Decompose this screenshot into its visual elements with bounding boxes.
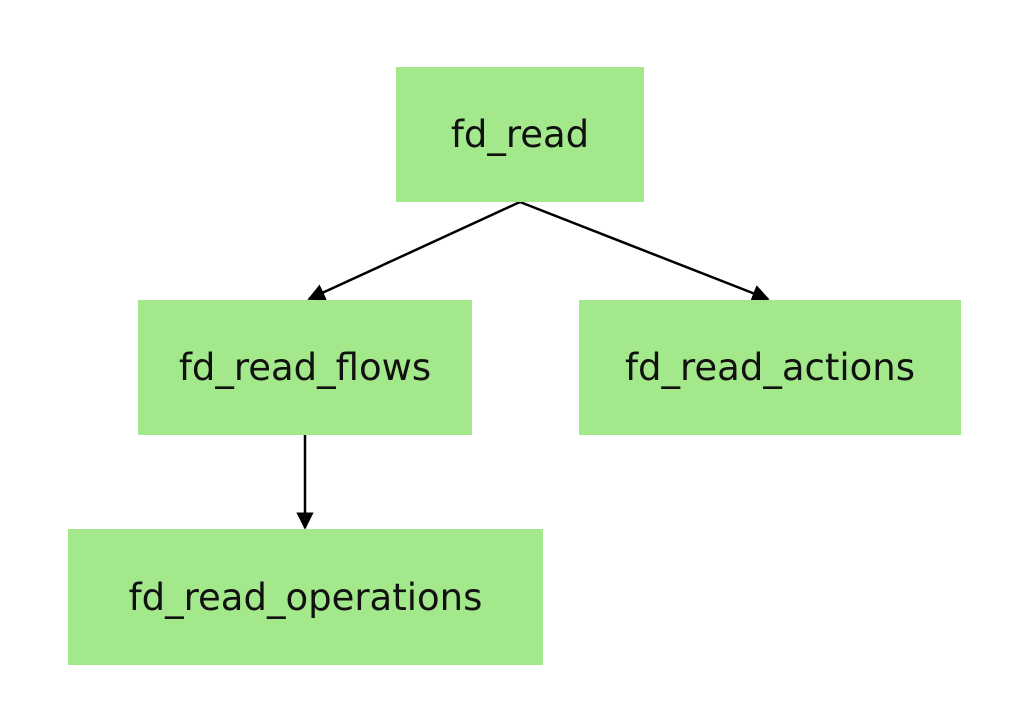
node-fd-read-actions: fd_read_actions xyxy=(579,300,961,435)
node-label: fd_read_actions xyxy=(624,346,915,389)
node-label: fd_read_flows xyxy=(178,346,432,389)
node-label: fd_read_operations xyxy=(128,575,483,619)
node-fd-read-flows: fd_read_flows xyxy=(138,300,472,435)
edge-root-to-flows xyxy=(307,200,521,301)
edge-root-to-actions xyxy=(519,200,770,302)
node-fd-read: fd_read xyxy=(396,67,644,202)
node-label: fd_read xyxy=(450,113,590,156)
node-fd-read-operations: fd_read_operations xyxy=(68,529,543,665)
